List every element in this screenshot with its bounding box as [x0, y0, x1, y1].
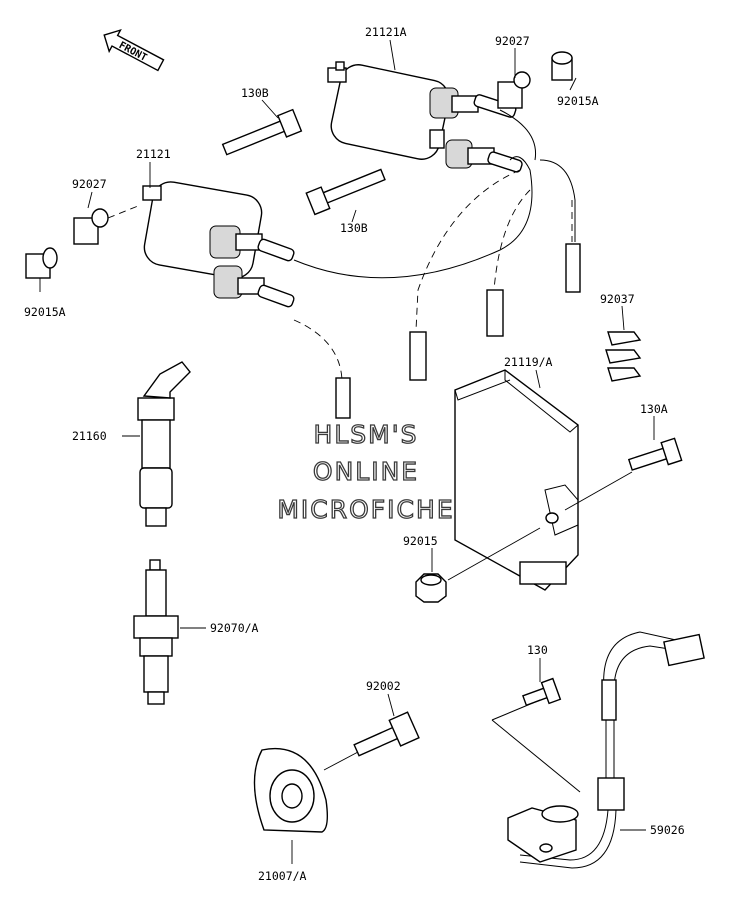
collar-92015a-left — [25, 247, 58, 279]
part-label-92037: 92037 — [600, 292, 635, 306]
bolt-130a — [627, 437, 683, 471]
collar-92015a-top — [551, 51, 573, 81]
front-arrow: FRONT — [103, 28, 165, 72]
part-label-92027-top: 92027 — [495, 34, 530, 48]
part-label-92027-left: 92027 — [72, 177, 107, 191]
part-label-21007a: 21007/A — [258, 869, 307, 883]
leader-line — [389, 39, 396, 71]
part-label-21160: 21160 — [72, 429, 107, 443]
leader-line — [535, 369, 541, 389]
leader-line — [261, 99, 279, 119]
plug-cap-21160 — [137, 361, 191, 527]
ignition-coil-rear — [327, 61, 523, 173]
part-label-92015a-left: 92015A — [24, 305, 66, 319]
leader-line — [569, 77, 577, 91]
washer-92027-left — [73, 208, 109, 245]
part-label-21121a: 21121A — [365, 25, 407, 39]
part-label-130a: 130A — [640, 402, 668, 416]
watermark-line-3: MICROFICHE — [277, 495, 454, 524]
leader-line — [387, 693, 395, 717]
part-label-21121: 21121 — [136, 147, 171, 161]
watermark-line-2: ONLINE — [313, 457, 419, 486]
bolt-130b-middle — [305, 168, 386, 216]
part-label-59026: 59026 — [650, 823, 685, 837]
part-label-92015: 92015 — [403, 534, 438, 548]
leader-line — [621, 305, 625, 331]
part-label-92002: 92002 — [366, 679, 401, 693]
pickup-coil — [491, 631, 705, 869]
ignition-coil-front — [142, 181, 295, 308]
spark-plug — [133, 559, 179, 705]
wire-terminal — [565, 243, 581, 293]
washer-92027-top — [497, 71, 531, 109]
rotor-plate — [253, 747, 329, 833]
igniter-unit — [454, 369, 579, 591]
clamp-92037 — [605, 331, 642, 382]
wire-terminal — [335, 377, 351, 419]
bolt-130b-top — [221, 108, 303, 156]
wire-terminal — [486, 289, 504, 337]
part-label-130b-middle: 130B — [340, 221, 368, 235]
part-label-21119a: 21119/A — [504, 355, 553, 369]
part-label-130: 130 — [527, 643, 548, 657]
nut-92015 — [415, 573, 447, 603]
part-label-92015a-top: 92015A — [557, 94, 599, 108]
leader-line — [87, 191, 93, 209]
watermark-line-1: HLSM'S — [314, 420, 419, 449]
leader-line — [351, 209, 357, 223]
wire-terminal — [409, 331, 427, 381]
part-label-130b-top: 130B — [241, 86, 269, 100]
screw-92002 — [353, 711, 420, 757]
part-label-92070a: 92070/A — [210, 621, 259, 635]
